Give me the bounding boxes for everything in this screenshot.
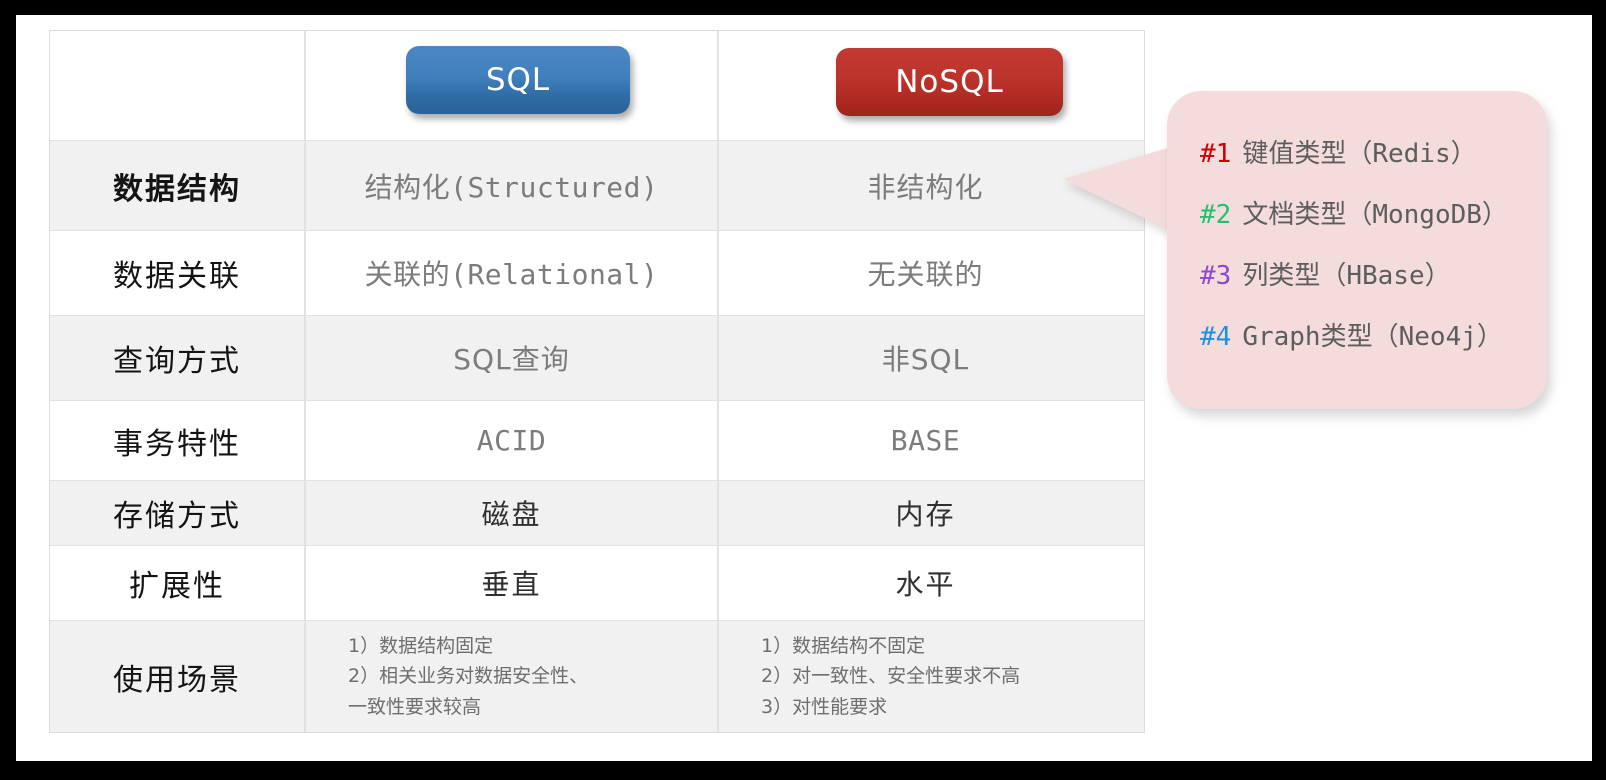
row-value-sql: 结构化(Structured) (306, 141, 719, 230)
sql-nosql-comparison-table: 数据结构 结构化(Structured) 非结构化 数据关联 关联的(Relat… (49, 30, 1145, 733)
row-value-sql-text: ACID (476, 424, 547, 457)
row-value-nosql-text: 无关联的 (867, 258, 984, 291)
callout-number: #3 (1200, 261, 1232, 291)
list-item: 1）数据结构固定 (348, 635, 494, 658)
row-label-cell: 数据结构 (50, 141, 306, 230)
row-label: 事务特性 (113, 426, 241, 462)
row-value-sql: 1）数据结构固定 2）相关业务对数据安全性、 一致性要求较高 (306, 621, 719, 732)
callout-item-label: 键值类型（Redis） (1242, 139, 1477, 169)
row-value-sql-text: 结构化(Structured) (364, 170, 659, 204)
list-item: 1）数据结构不固定 (761, 635, 926, 658)
list-item: 2）对一致性、安全性要求不高 (761, 665, 1021, 688)
row-label: 数据结构 (113, 171, 241, 207)
usecase-nosql-list: 1）数据结构不固定 2）对一致性、安全性要求不高 3）对性能要求 (719, 631, 1132, 721)
row-label-cell: 使用场景 (50, 621, 306, 732)
row-value-nosql: 非SQL (719, 316, 1132, 400)
header-cell-sql (306, 31, 719, 140)
row-value-nosql: 内存 (719, 481, 1132, 545)
row-label: 查询方式 (113, 344, 241, 379)
row-value-nosql-text: BASE (890, 424, 961, 457)
row-value-nosql-text: 内存 (895, 498, 956, 531)
callout-item-label: 文档类型（MongoDB） (1242, 200, 1508, 230)
table-row: 存储方式 磁盘 内存 (50, 481, 1144, 546)
callout-number: #1 (1200, 139, 1232, 169)
row-value-nosql: 无关联的 (719, 231, 1132, 315)
list-item: 一致性要求较高 (348, 695, 482, 718)
row-label-cell: 存储方式 (50, 481, 306, 545)
row-value-sql-text: 垂直 (481, 568, 542, 601)
callout-number: #4 (1200, 322, 1232, 352)
list-item: #3 列类型（HBase） (1200, 255, 1547, 316)
table-row: 数据结构 结构化(Structured) 非结构化 (50, 141, 1144, 231)
row-label-cell: 查询方式 (50, 316, 306, 400)
row-value-sql: 垂直 (306, 546, 719, 620)
table-row: 扩展性 垂直 水平 (50, 546, 1144, 621)
list-item: #1 键值类型（Redis） (1200, 133, 1547, 194)
sql-header-button[interactable]: SQL (406, 46, 630, 114)
row-value-sql-text: 磁盘 (481, 498, 542, 531)
row-label: 存储方式 (113, 499, 241, 534)
table-row: 查询方式 SQL查询 非SQL (50, 316, 1144, 401)
list-item: 3）对性能要求 (761, 695, 888, 718)
list-item: 2）相关业务对数据安全性、 (348, 665, 589, 688)
usecase-sql-list: 1）数据结构固定 2）相关业务对数据安全性、 一致性要求较高 (306, 631, 717, 721)
row-value-nosql: 非结构化 (719, 141, 1132, 230)
row-value-nosql-text: 水平 (895, 568, 956, 601)
row-value-sql: 关联的(Relational) (306, 231, 719, 315)
row-label: 使用场景 (113, 662, 241, 698)
nosql-types-list: #1 键值类型（Redis） #2 文档类型（MongoDB） #3 列类型（H… (1167, 91, 1547, 409)
header-corner-cell (50, 31, 306, 140)
row-value-nosql: 1）数据结构不固定 2）对一致性、安全性要求不高 3）对性能要求 (719, 621, 1132, 732)
nosql-header-button[interactable]: NoSQL (836, 48, 1063, 116)
nosql-types-callout (1167, 91, 1547, 409)
callout-item-label: 列类型（HBase） (1242, 261, 1451, 291)
row-value-nosql: 水平 (719, 546, 1132, 620)
row-value-sql-text: 关联的(Relational) (364, 258, 659, 291)
callout-item-label: Graph类型（Neo4j） (1242, 322, 1503, 352)
table-row-usecase: 使用场景 1）数据结构固定 2）相关业务对数据安全性、 一致性要求较高 1）数据… (50, 621, 1144, 732)
row-value-sql: SQL查询 (306, 316, 719, 400)
callout-tail (1063, 147, 1171, 231)
row-value-sql-text: SQL查询 (453, 343, 570, 376)
row-label-cell: 事务特性 (50, 401, 306, 480)
table-row: 数据关联 关联的(Relational) 无关联的 (50, 231, 1144, 316)
row-label: 扩展性 (129, 569, 225, 604)
row-value-nosql-text: 非SQL (881, 343, 970, 376)
row-value-sql: ACID (306, 401, 719, 480)
row-label-cell: 数据关联 (50, 231, 306, 315)
list-item: #4 Graph类型（Neo4j） (1200, 316, 1547, 377)
row-value-sql: 磁盘 (306, 481, 719, 545)
callout-number: #2 (1200, 200, 1232, 230)
row-value-nosql: BASE (719, 401, 1132, 480)
row-label-cell: 扩展性 (50, 546, 306, 620)
slide-page: 数据结构 结构化(Structured) 非结构化 数据关联 关联的(Relat… (16, 15, 1592, 761)
table-row: 事务特性 ACID BASE (50, 401, 1144, 481)
row-value-nosql-text: 非结构化 (867, 170, 984, 204)
list-item: #2 文档类型（MongoDB） (1200, 194, 1547, 255)
row-label: 数据关联 (113, 259, 241, 294)
